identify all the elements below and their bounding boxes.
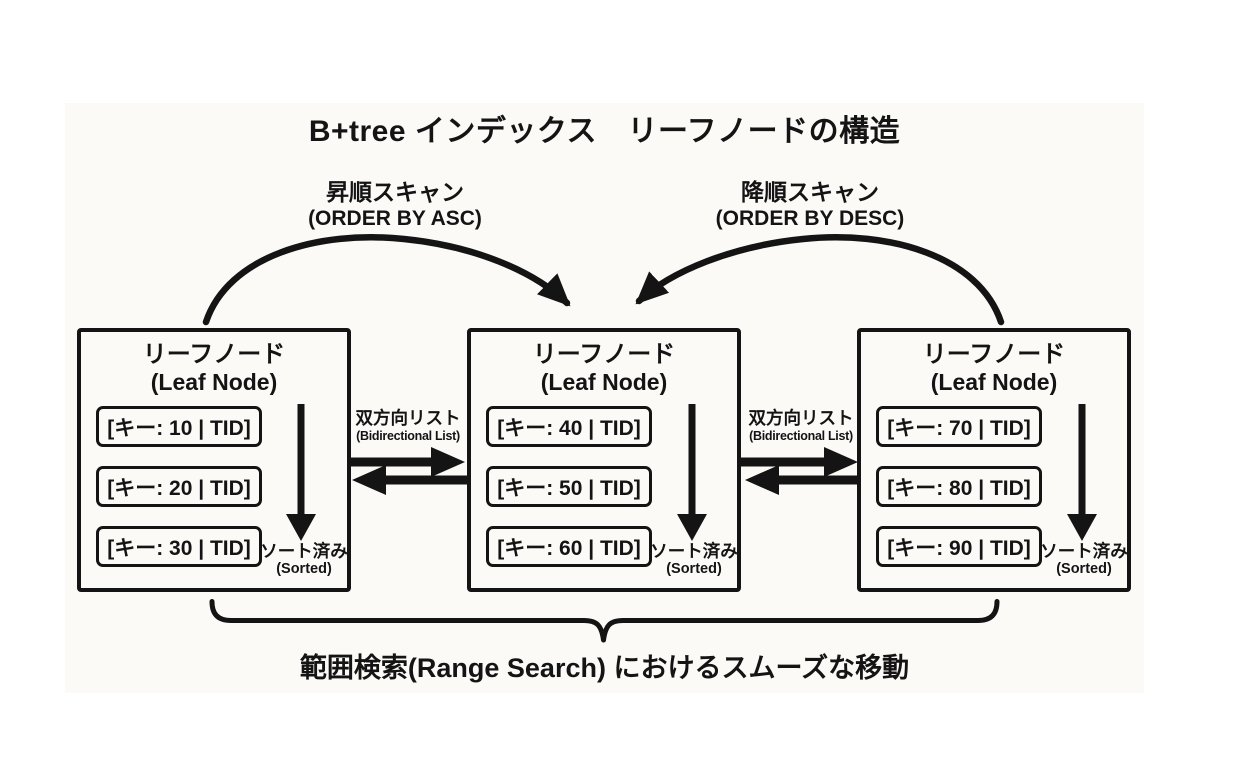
key-entry: [キー: 40 | TID] — [486, 406, 652, 447]
leaf-node-2-keys: [キー: 40 | TID] [キー: 50 | TID] [キー: 60 | … — [486, 406, 652, 586]
bidirectional-list-label-2-jp: 双方向リスト — [748, 408, 854, 428]
sorted-label-en: (Sorted) — [666, 561, 722, 577]
bidirectional-list-label-1: 双方向リスト (Bidirectional List) — [348, 408, 468, 444]
sorted-label-en: (Sorted) — [1056, 561, 1112, 577]
leaf-node-1-title: リーフノード — [142, 341, 286, 368]
leaf-node-1: リーフノード (Leaf Node) [キー: 10 | TID] [キー: 2… — [77, 328, 351, 592]
bidirectional-list-label-2: 双方向リスト (Bidirectional List) — [741, 408, 861, 444]
sorted-label: ソート済み (Sorted) — [624, 541, 764, 578]
bidirectional-list-label-1-en: (Bidirectional List) — [356, 429, 460, 443]
key-entry: [キー: 20 | TID] — [96, 466, 262, 507]
key-entry: [キー: 70 | TID] — [876, 406, 1042, 447]
asc-scan-label-jp: 昇順スキャン — [326, 179, 464, 205]
sorted-label-jp: ソート済み — [1040, 541, 1128, 561]
diagram-title: B+tree インデックス リーフノードの構造 — [308, 115, 901, 148]
leaf-node-3: リーフノード (Leaf Node) [キー: 70 | TID] [キー: 8… — [857, 328, 1131, 592]
sorted-label-en: (Sorted) — [276, 561, 332, 577]
key-entry: [キー: 90 | TID] — [876, 526, 1042, 567]
asc-scan-label-en: (ORDER BY ASC) — [308, 207, 482, 230]
sorted-label: ソート済み (Sorted) — [234, 541, 374, 578]
key-entry: [キー: 10 | TID] — [96, 406, 262, 447]
bidirectional-list-label-2-en: (Bidirectional List) — [749, 429, 853, 443]
desc-scan-label-jp: 降順スキャン — [741, 179, 879, 205]
leaf-node-1-subtitle: (Leaf Node) — [150, 369, 278, 395]
desc-scan-label: 降順スキャン (ORDER BY DESC) — [670, 179, 950, 231]
key-entry: [キー: 50 | TID] — [486, 466, 652, 507]
key-entry: [キー: 80 | TID] — [876, 466, 1042, 507]
leaf-node-2-title: リーフノード — [532, 341, 676, 368]
sorted-label-jp: ソート済み — [260, 541, 348, 561]
desc-scan-label-en: (ORDER BY DESC) — [715, 207, 905, 230]
asc-scan-label: 昇順スキャン (ORDER BY ASC) — [255, 179, 535, 231]
leaf-node-2-subtitle: (Leaf Node) — [540, 369, 668, 395]
leaf-node-3-subtitle: (Leaf Node) — [930, 369, 1058, 395]
bidirectional-list-label-1-jp: 双方向リスト — [355, 408, 461, 428]
sorted-label: ソート済み (Sorted) — [1014, 541, 1154, 578]
sorted-label-jp: ソート済み — [650, 541, 738, 561]
diagram-background — [65, 103, 1144, 693]
range-search-caption: 範囲検索(Range Search) におけるスムーズな移動 — [299, 653, 910, 683]
leaf-node-1-keys: [キー: 10 | TID] [キー: 20 | TID] [キー: 30 | … — [96, 406, 262, 586]
leaf-node-3-title: リーフノード — [922, 341, 1066, 368]
leaf-node-2: リーフノード (Leaf Node) [キー: 40 | TID] [キー: 5… — [467, 328, 741, 592]
key-entry: [キー: 60 | TID] — [486, 526, 652, 567]
leaf-node-3-keys: [キー: 70 | TID] [キー: 80 | TID] [キー: 90 | … — [876, 406, 1042, 586]
key-entry: [キー: 30 | TID] — [96, 526, 262, 567]
